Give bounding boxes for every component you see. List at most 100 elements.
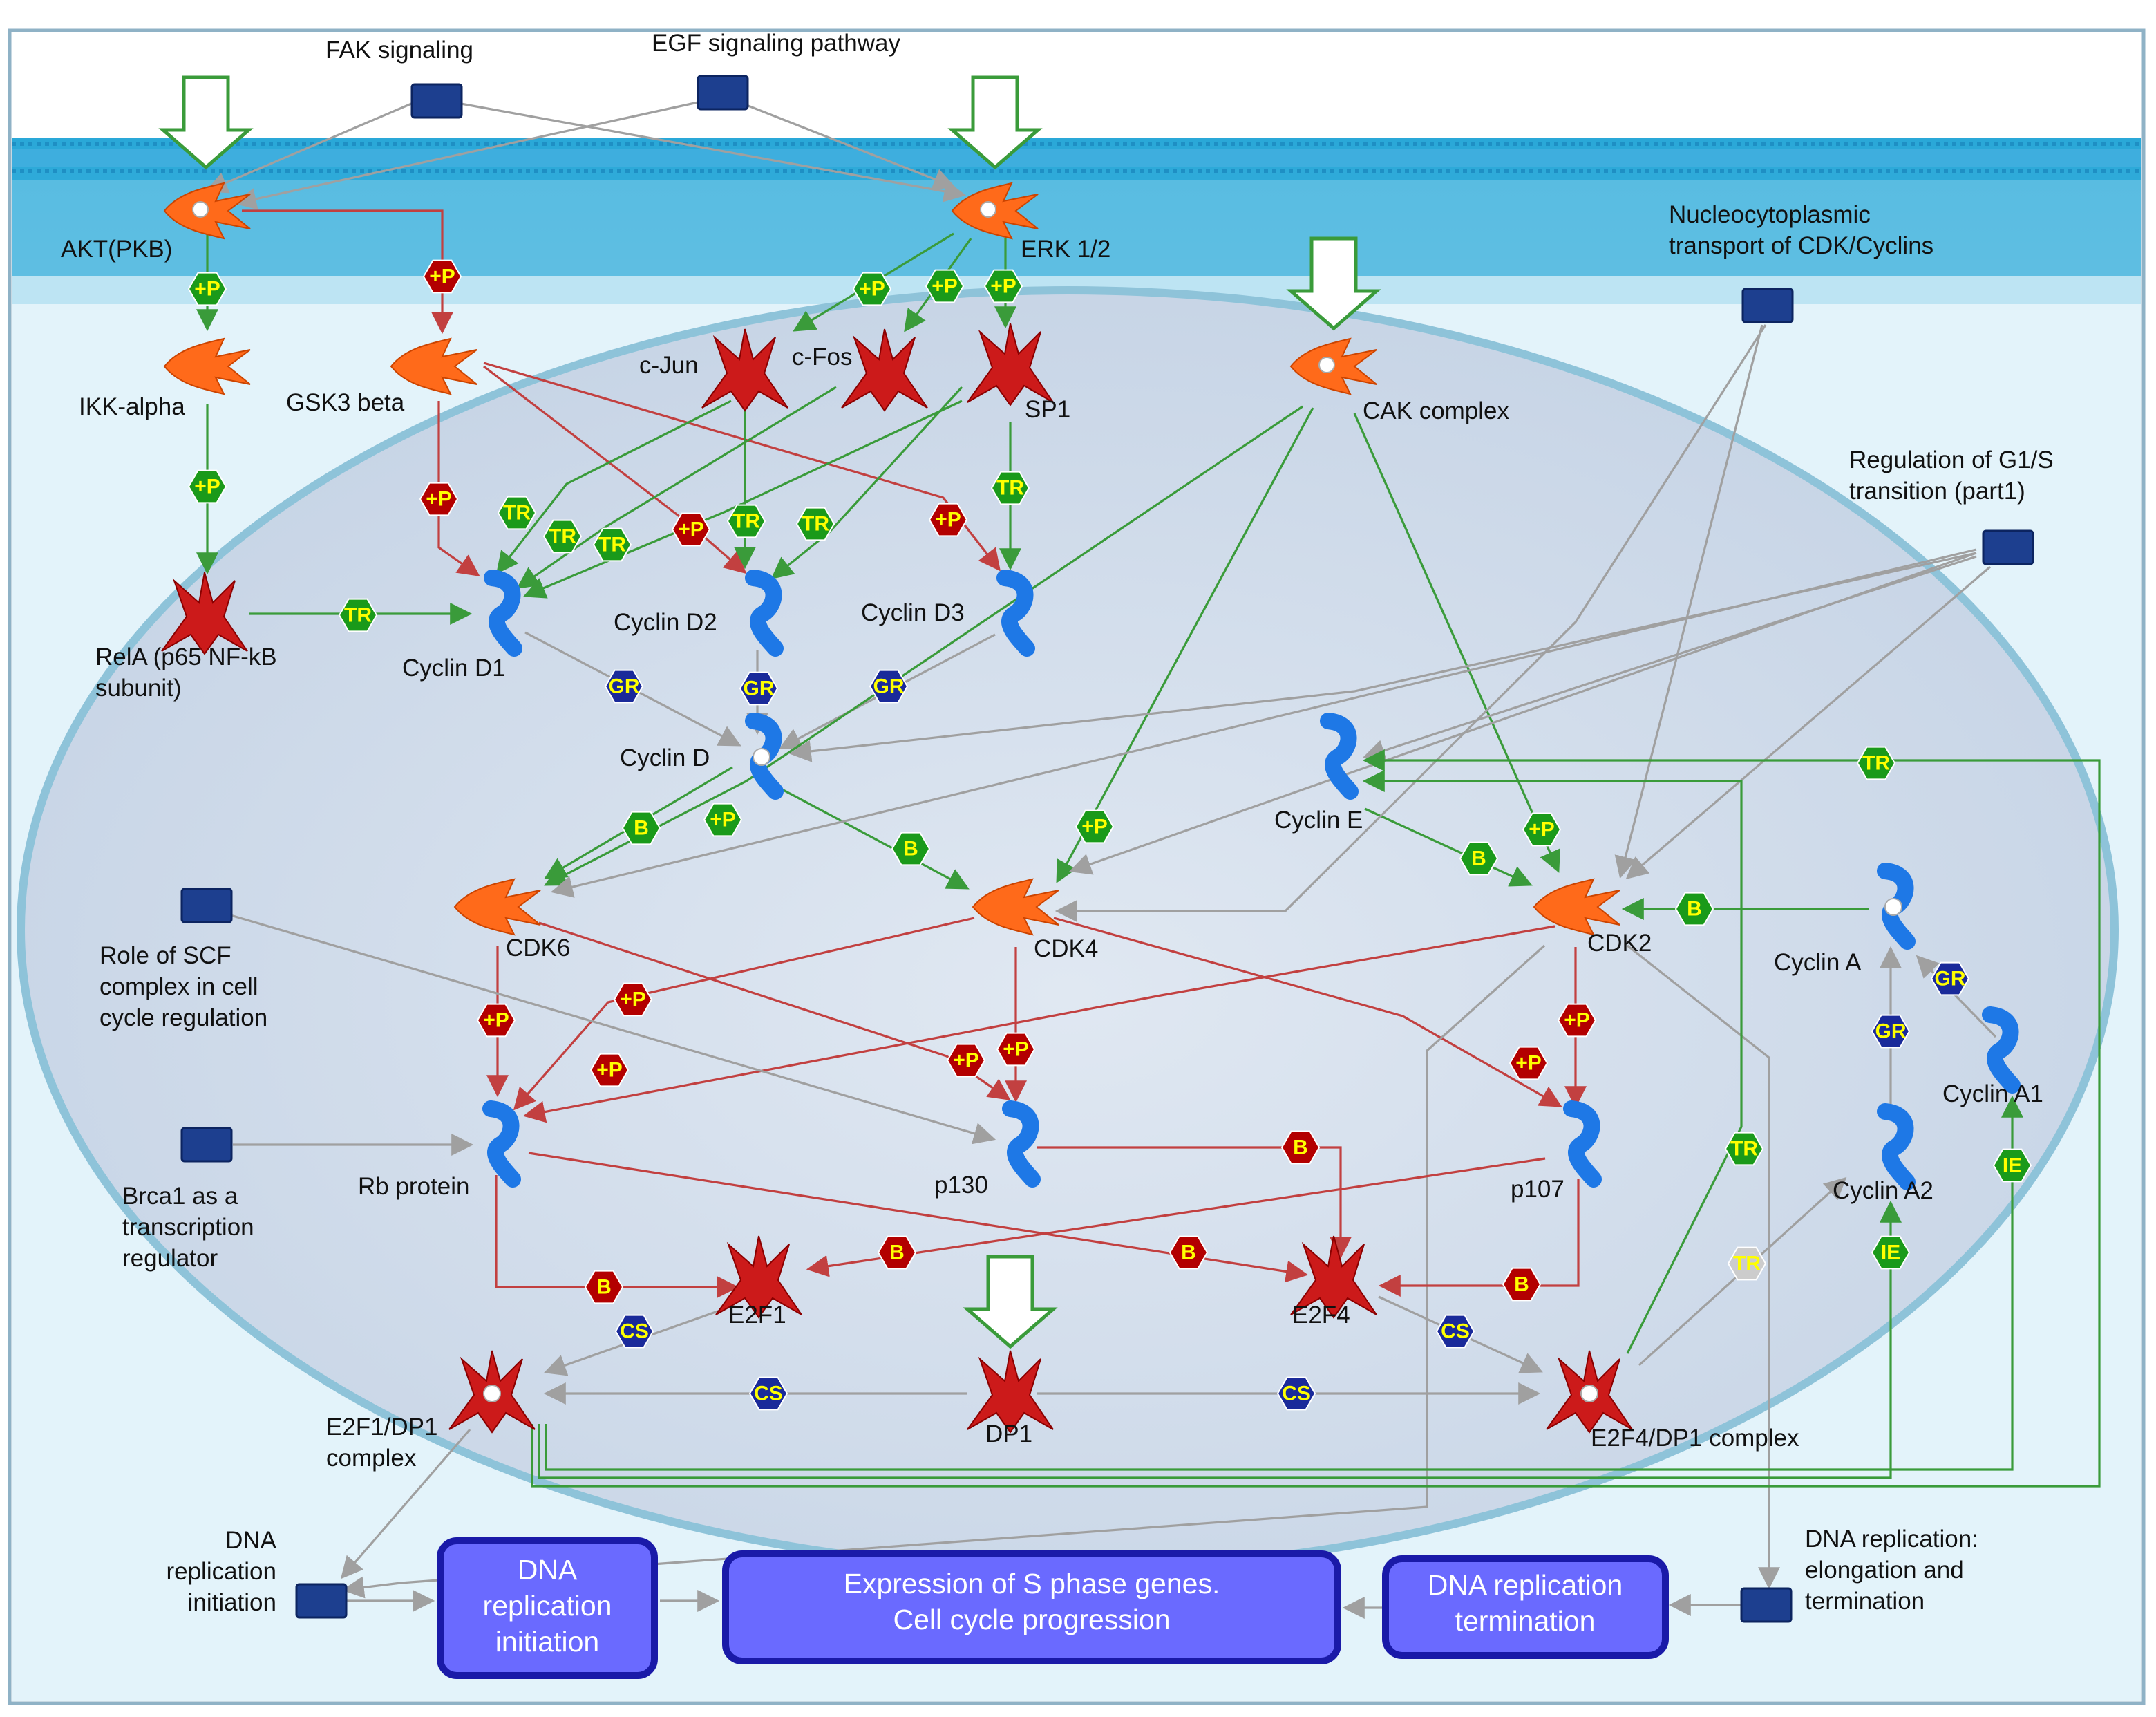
badge-e2f1dp1-cyce-tr: TR bbox=[1856, 746, 1896, 780]
node-cyclin-e[interactable] bbox=[1320, 713, 1359, 800]
edge-cak-cdk2 bbox=[1353, 413, 1560, 873]
process-box-s-phase-label: Expression of S phase genes.Cell cycle p… bbox=[844, 1568, 1220, 1635]
process-box-s-phase-genes[interactable]: Expression of S phase genes.Cell cycle p… bbox=[722, 1550, 1341, 1664]
label-gsk3-beta: GSK3 beta bbox=[286, 389, 405, 416]
node-gsk3-beta[interactable] bbox=[390, 337, 477, 395]
node-p130[interactable] bbox=[1002, 1100, 1041, 1188]
node-e2f4-dp1-complex[interactable] bbox=[1546, 1350, 1633, 1434]
node-e2f4[interactable] bbox=[1290, 1235, 1377, 1319]
node-rela[interactable] bbox=[161, 572, 248, 655]
node-rela-shape bbox=[161, 572, 248, 655]
module-dna-replication-elongation[interactable] bbox=[1740, 1587, 1793, 1623]
node-c-fos[interactable] bbox=[841, 328, 928, 412]
badge-cycd3-gr-text: GR bbox=[873, 675, 905, 698]
badge-cdk4-rb-p1-text: +P bbox=[620, 988, 646, 1011]
badge-rb-e2f1-b: B bbox=[584, 1270, 624, 1304]
module-dna-replication-initiation[interactable] bbox=[295, 1583, 348, 1619]
badge-cdk4-rb-p1: +P bbox=[613, 982, 653, 1017]
node-cak-complex[interactable] bbox=[1289, 337, 1377, 395]
edge-e2f1dp1-cyca2 bbox=[538, 1200, 1902, 1479]
node-e2f1-dp1-complex[interactable] bbox=[448, 1350, 536, 1434]
node-cyclin-d[interactable] bbox=[745, 713, 784, 800]
node-p107-shape bbox=[1563, 1100, 1602, 1188]
node-cdk2[interactable] bbox=[1533, 878, 1620, 936]
node-cyclin-a2[interactable] bbox=[1877, 1103, 1916, 1190]
badge-cjun-cycd2-tr-text: TR bbox=[732, 510, 760, 533]
node-rb-protein[interactable] bbox=[482, 1100, 521, 1188]
node-e2f1[interactable] bbox=[715, 1235, 802, 1319]
node-cyclin-d1-shape bbox=[484, 570, 522, 657]
node-cyclin-d2-shape bbox=[745, 570, 784, 657]
badge-sp1-cycd2-tr-text: TR bbox=[802, 513, 829, 536]
badge-gsk3-cycd3-p-shape bbox=[928, 503, 968, 537]
module-nucleocytoplasmic-transport[interactable] bbox=[1741, 288, 1794, 323]
node-cyclin-d2[interactable] bbox=[745, 570, 784, 657]
edge-gsk3-cycd3 bbox=[483, 362, 1001, 572]
node-akt[interactable] bbox=[163, 182, 251, 240]
module-egf-signaling[interactable] bbox=[697, 75, 749, 111]
node-c-fos-shape bbox=[841, 328, 928, 412]
node-p107[interactable] bbox=[1563, 1100, 1602, 1188]
node-e2f1-shape bbox=[715, 1235, 802, 1319]
badge-e2f4-e2f4dp1-cs-shape bbox=[1435, 1314, 1475, 1349]
node-cyclin-a1[interactable] bbox=[1982, 1006, 2021, 1094]
badge-cycd1-gr: GR bbox=[604, 669, 644, 704]
node-cyclin-d1[interactable] bbox=[484, 570, 522, 657]
badge-cdk6-p130-p-shape bbox=[946, 1043, 986, 1078]
label-e2f4-dp1-complex: E2F4/DP1 complex bbox=[1591, 1425, 1799, 1452]
input-arrow-akt bbox=[158, 75, 254, 170]
node-sp1-shape bbox=[967, 323, 1054, 406]
edge-cdk4-p107 bbox=[1053, 917, 1562, 1107]
badge-cjun-cycd2-tr-shape bbox=[726, 504, 766, 538]
badge-cycd-cdk6-b-text: B bbox=[634, 817, 649, 840]
badge-akt-gsk3-p: +P bbox=[422, 259, 462, 294]
badge-cak-cdk6-p: +P bbox=[703, 803, 743, 837]
badge-dp1-e2f1dp1-cs-shape bbox=[748, 1376, 788, 1411]
badge-e2f4dp1-cyce-tr-shape bbox=[1724, 1132, 1764, 1166]
badge-cycd-cdk4-b: B bbox=[891, 832, 931, 866]
label-cyclin-a2: Cyclin A2 bbox=[1833, 1177, 1933, 1204]
edge-egf-erk bbox=[739, 101, 956, 190]
badge-cak-cdk2-p: +P bbox=[1522, 812, 1562, 847]
node-sp1[interactable] bbox=[967, 323, 1054, 406]
badge-erk-cjun-p: +P bbox=[852, 272, 892, 306]
badge-cdk6-rb-p-shape bbox=[476, 1003, 516, 1038]
node-ikk-alpha[interactable] bbox=[163, 337, 251, 395]
badge-cdk4-p107-p: +P bbox=[1509, 1046, 1549, 1080]
node-c-jun[interactable] bbox=[701, 328, 788, 412]
node-akt-active-mark bbox=[192, 201, 209, 218]
badge-cak-cdk4-p-text: +P bbox=[1081, 816, 1108, 838]
module-regulation-g1s[interactable] bbox=[1982, 529, 2034, 565]
node-cdk6[interactable] bbox=[453, 878, 541, 936]
badge-cycd-cdk6-b-shape bbox=[621, 811, 661, 845]
badge-cfos-cycd1-tr-text: TR bbox=[549, 525, 576, 548]
module-brca1[interactable] bbox=[180, 1127, 233, 1163]
label-c-jun: c-Jun bbox=[639, 352, 699, 379]
node-cyclin-a[interactable] bbox=[1877, 863, 1916, 950]
badge-erk-cfos-p: +P bbox=[925, 269, 965, 303]
badge-e2f1dp1-cyca2-ie-text: IE bbox=[1881, 1241, 1900, 1264]
module-role-of-scf[interactable] bbox=[180, 888, 233, 923]
badge-e2f1-e2f1dp1-cs-text: CS bbox=[620, 1320, 649, 1343]
node-dp1[interactable] bbox=[967, 1350, 1054, 1434]
badge-cdk4-p130-p-shape bbox=[996, 1032, 1036, 1067]
badge-cak-cdk4-p-shape bbox=[1075, 809, 1115, 844]
badge-cdk4-p107-p-shape bbox=[1509, 1046, 1549, 1080]
badge-dp1-e2f4dp1-cs: CS bbox=[1276, 1376, 1316, 1411]
badge-cycd2-gr-shape bbox=[739, 671, 779, 706]
node-cdk4[interactable] bbox=[972, 878, 1059, 936]
badge-dp1-e2f1dp1-cs-text: CS bbox=[754, 1382, 783, 1405]
node-cyclin-d3[interactable] bbox=[996, 570, 1035, 657]
node-erk[interactable] bbox=[951, 182, 1039, 240]
node-cyclin-d3-shape bbox=[996, 570, 1035, 657]
badge-cycd-cdk4-b-shape bbox=[891, 832, 931, 866]
badge-cjun-cycd2-tr: TR bbox=[726, 504, 766, 538]
badge-gsk3-cycd2-p-shape bbox=[671, 512, 711, 547]
edge-scf-p130 bbox=[220, 911, 996, 1145]
module-fak-signaling[interactable] bbox=[410, 83, 463, 119]
node-cyclin-a2-shape bbox=[1877, 1103, 1916, 1190]
